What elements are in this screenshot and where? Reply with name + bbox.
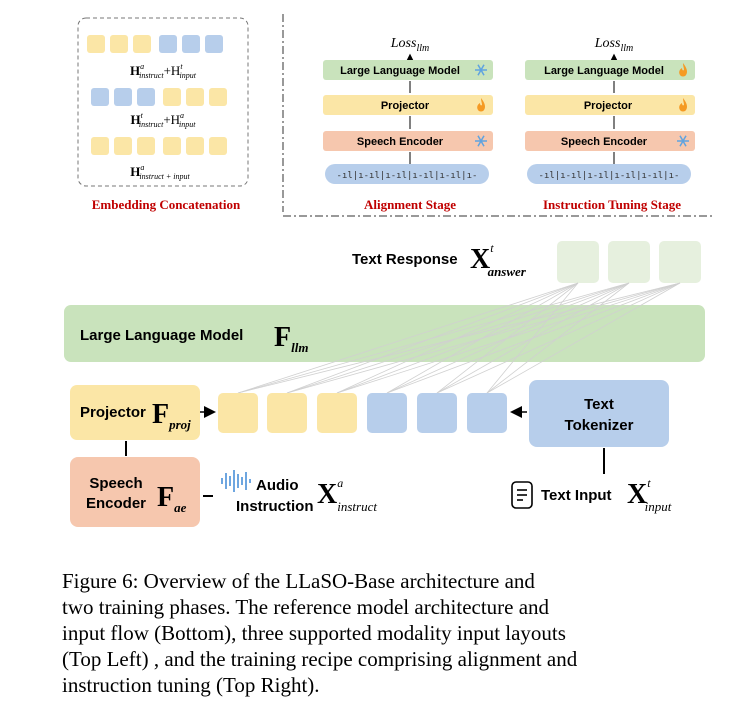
instruction-encoder-label: Speech Encoder [561,136,648,148]
answer-token [659,241,701,283]
token-yellow [163,137,181,155]
token-yellow [133,35,151,53]
speech-encoder-block [70,457,200,527]
token-yellow [91,137,109,155]
instruction-projector-block [525,95,695,115]
caption-line-1: Figure 6: Overview of the LLaSO-Base arc… [62,569,535,593]
fire-icon [679,98,687,112]
instruction-tuning-panel: Lossllm Large Language Model Projector S… [525,36,695,212]
instruction-llm-label: Large Language Model [544,65,664,77]
encoder-symbol: Fae [157,482,187,515]
token-yellow [87,35,105,53]
attention-lines [237,282,681,394]
token-blue [137,88,155,106]
token-yellow [137,137,155,155]
token-yellow [209,88,227,106]
tokenizer-label-1: Text [584,396,614,413]
token-yellow [110,35,128,53]
caption-line-3: input flow (Bottom), three supported mod… [62,621,566,645]
text-token [467,393,507,433]
llm-block [64,305,705,362]
caption-line-2: two training phases. The reference model… [62,595,550,619]
alignment-stage-panel: Lossllm Large Language Model Projector S… [323,36,493,212]
answer-token [557,241,599,283]
instruction-stage-title: Instruction Tuning Stage [543,197,681,212]
audio-token [218,393,258,433]
text-tokenizer-block [529,380,669,447]
text-response-label: Text Response [352,251,458,268]
llm-label: Large Language Model [80,327,243,344]
caption-line-5: instruction tuning (Top Right). [62,673,320,697]
token-blue [91,88,109,106]
projector-label: Projector [80,404,146,421]
token-yellow [186,137,204,155]
alignment-projector-block [323,95,493,115]
projector-symbol: Fproj [152,399,191,432]
alignment-encoder-label: Speech Encoder [357,136,444,148]
audio-instruction-label-1: Audio [256,477,299,494]
snowflake-icon [475,64,487,76]
alignment-stage-title: Alignment Stage [364,197,456,212]
alignment-waveform: -ıl|ı-ıl|ı-ıl|ı-ıl|ı-ıl|ı- [337,171,478,181]
token-blue [182,35,200,53]
audio-instruction-label-2: Instruction [236,498,314,515]
token-blue [114,88,132,106]
alignment-llm-block [323,60,493,80]
text-input-label: Text Input [541,487,612,504]
alignment-loss: Lossllm [390,36,429,54]
caption-line-4: (Top Left) , and the training recipe com… [62,647,578,671]
document-icon [511,481,533,509]
token-blue [159,35,177,53]
instruction-projector-label: Projector [584,100,633,112]
alignment-projector-label: Projector [381,100,430,112]
tokenizer-label-2: Tokenizer [565,417,634,434]
embedding-concatenation-title: Embedding Concatenation [92,197,241,212]
audio-token [317,393,357,433]
alignment-waveform-input [325,164,489,184]
fire-icon [477,98,485,112]
figure-caption: Figure 6: Overview of the LLaSO-Base arc… [62,568,718,698]
speech-encoder-label-2: Encoder [86,495,146,512]
snowflake-icon [677,135,689,147]
alignment-encoder-block [323,131,493,151]
token-blue [205,35,223,53]
audio-token [267,393,307,433]
alignment-llm-label: Large Language Model [340,65,460,77]
instruction-waveform: -ıl|ı-ıl|ı-ıl|ı-ıl|ı-ıl|ı- [539,171,680,181]
token-yellow [114,137,132,155]
audio-wave-icon [221,470,251,492]
embedding-panel-border [77,17,249,187]
projector-block [70,385,200,440]
fire-icon [679,63,687,77]
token-yellow [163,88,181,106]
instruction-llm-block [525,60,695,80]
text-token [367,393,407,433]
instruction-encoder-block [525,131,695,151]
text-token [417,393,457,433]
speech-encoder-label-1: Speech [89,475,142,492]
instruction-loss: Lossllm [594,36,633,54]
answer-token [608,241,650,283]
token-yellow [186,88,204,106]
instruction-waveform-input [527,164,691,184]
llm-symbol: Fllm [274,322,308,355]
snowflake-icon [475,135,487,147]
token-yellow [209,137,227,155]
